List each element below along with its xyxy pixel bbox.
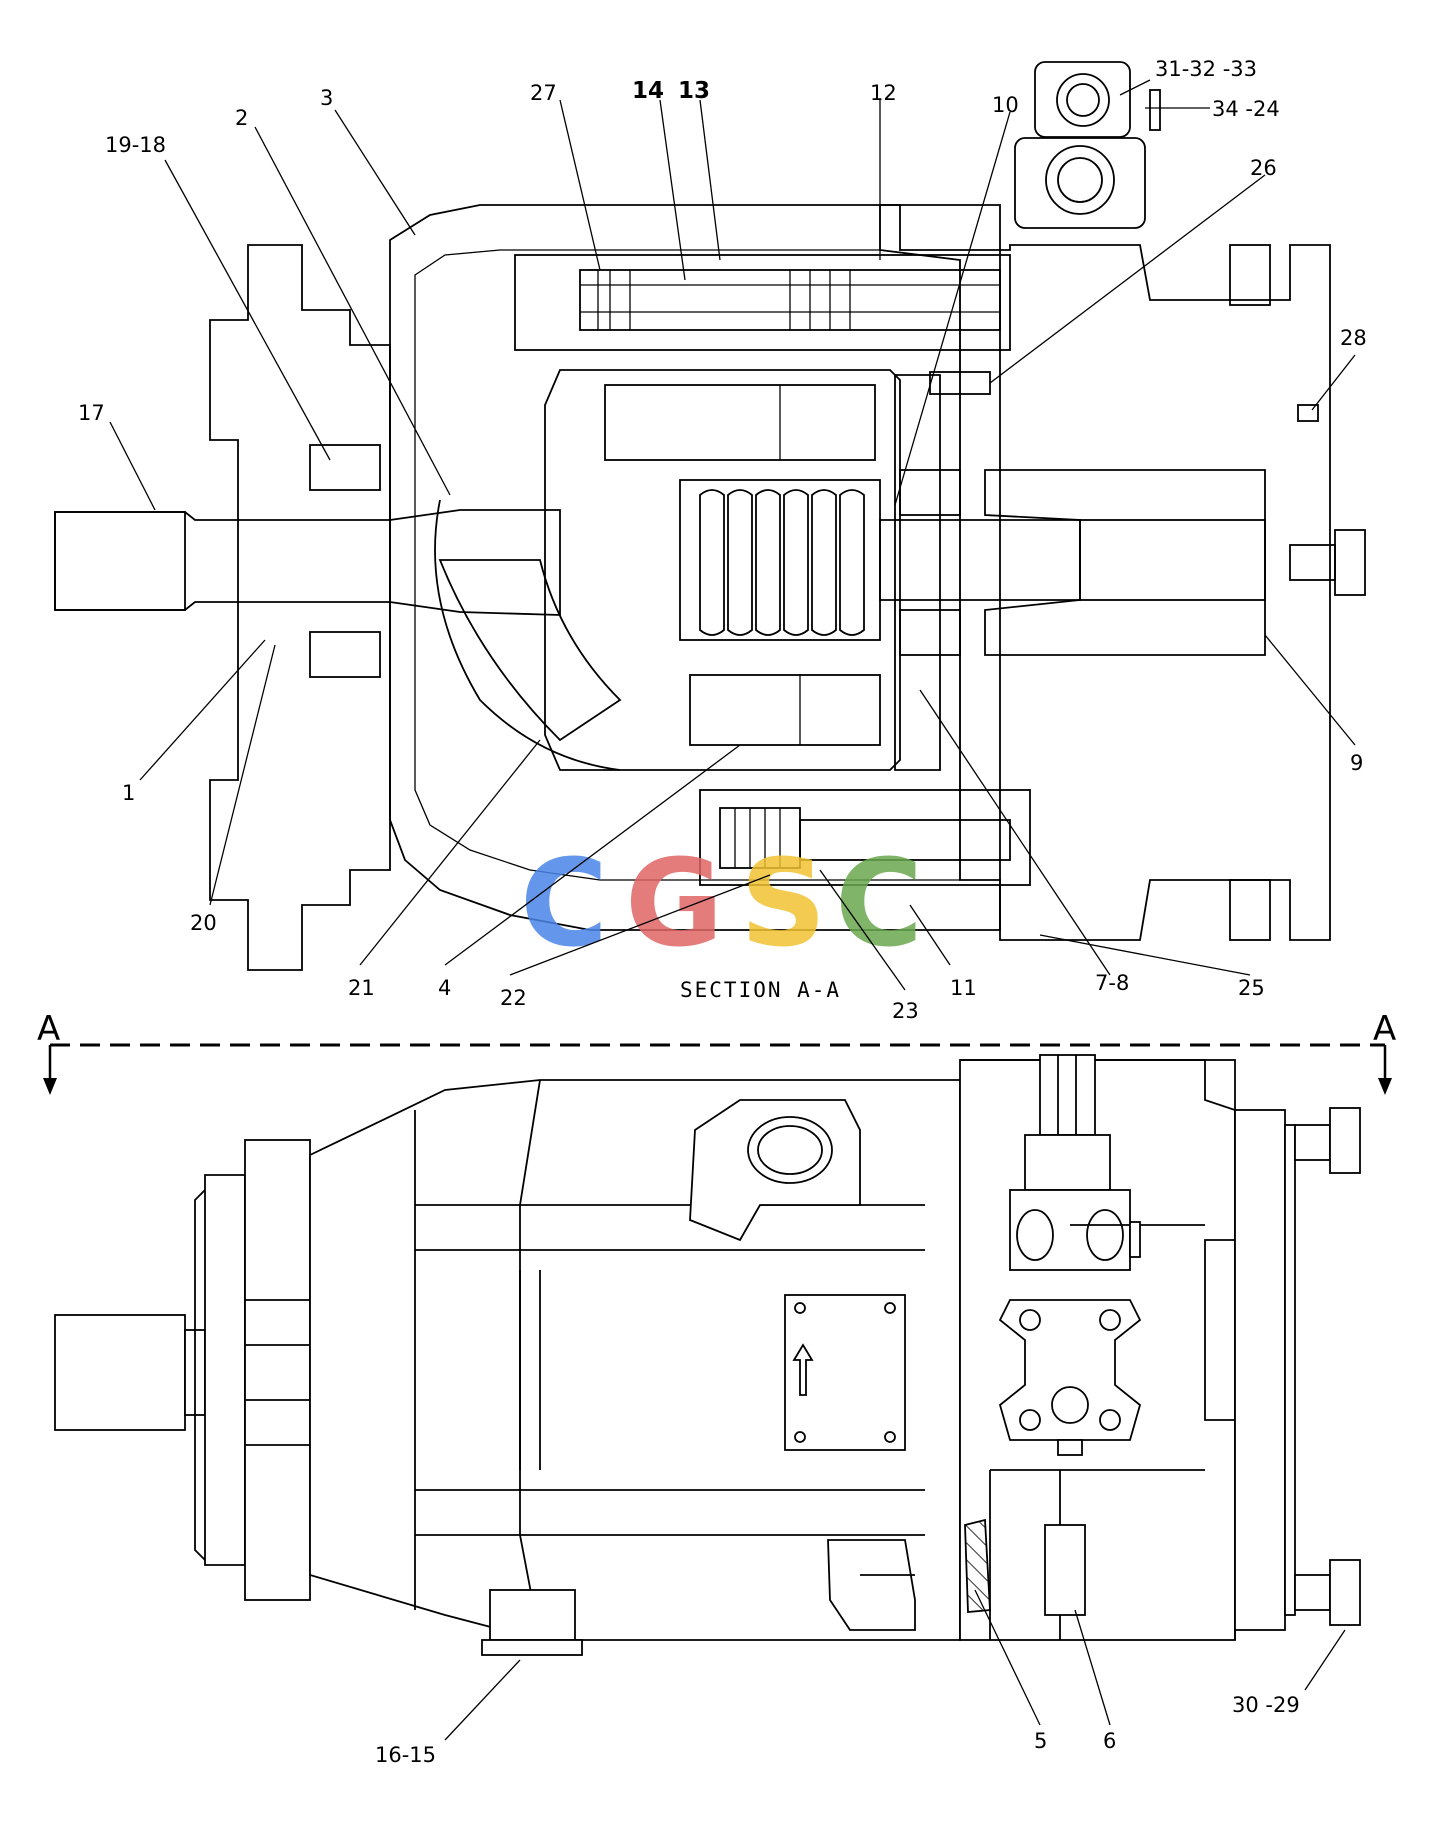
callout-22: 22 xyxy=(500,986,527,1010)
exterior-view xyxy=(54,1054,1361,1656)
callout-20: 20 xyxy=(190,911,217,935)
swashplate xyxy=(438,559,622,742)
section-marker-right: A xyxy=(1373,1009,1396,1049)
svg-text:C: C xyxy=(835,835,923,974)
callout-3: 3 xyxy=(320,86,333,110)
section-marker-left: A xyxy=(37,1009,60,1049)
ext-bolt-bottom xyxy=(1294,1559,1361,1626)
end-cover-notch xyxy=(1229,244,1271,306)
ext-nameplate xyxy=(784,1294,906,1451)
callout-1: 1 xyxy=(122,781,135,805)
ext-bracket-5 xyxy=(964,1518,991,1613)
shaft-end xyxy=(54,511,186,611)
servo-bore-top xyxy=(514,254,1011,351)
end-cover xyxy=(879,204,1331,941)
callout-6: 6 xyxy=(1103,1729,1116,1753)
callout-19-18: 19-18 xyxy=(105,133,166,157)
cylinder-barrel xyxy=(544,369,901,771)
callout-2: 2 xyxy=(235,106,248,130)
port-plate xyxy=(894,374,941,771)
section-view xyxy=(54,61,1366,971)
callout-7-8: 7-8 xyxy=(1095,971,1129,995)
rear-bore xyxy=(1079,519,1266,601)
swash-arc xyxy=(434,499,621,771)
callout-16-15: 16-15 xyxy=(375,1743,436,1767)
callout-31-32-33: 31-32 -33 xyxy=(1155,57,1257,81)
callout-10: 10 xyxy=(992,93,1019,117)
rear-coupling xyxy=(984,469,1266,656)
drive-shaft xyxy=(54,509,561,616)
ext-lower-block xyxy=(827,1539,916,1631)
callout-21: 21 xyxy=(348,976,375,1000)
callout-25: 25 xyxy=(1238,976,1265,1000)
front-bearing-lower xyxy=(309,631,381,678)
rear-bolt-shank xyxy=(1289,544,1336,581)
pump-housing xyxy=(389,204,1001,931)
callout-9: 9 xyxy=(1350,751,1363,775)
watermark: C G S C xyxy=(520,835,923,974)
ext-bracket-6 xyxy=(1044,1524,1086,1616)
rear-bolt-head xyxy=(1334,529,1366,596)
seal-28 xyxy=(1297,404,1319,422)
ext-bolt-top xyxy=(1294,1107,1361,1174)
callout-27: 27 xyxy=(530,81,557,105)
callout-12: 12 xyxy=(870,81,897,105)
callout-5: 5 xyxy=(1034,1729,1047,1753)
leader-lines xyxy=(109,79,1356,1741)
callout-13: 13 xyxy=(678,78,710,104)
callout-4: 4 xyxy=(438,976,451,1000)
rear-bearing-lower xyxy=(899,609,961,656)
mount-flange xyxy=(209,244,391,971)
housing-cavity xyxy=(414,249,961,881)
callout-34-24: 34 -24 xyxy=(1212,97,1280,121)
svg-text:S: S xyxy=(740,835,826,974)
front-bearing-upper xyxy=(309,444,381,491)
ext-mount-plate xyxy=(244,1139,311,1601)
callout-17: 17 xyxy=(78,401,105,425)
ext-shaft xyxy=(54,1314,186,1431)
callout-28: 28 xyxy=(1340,326,1367,350)
center-spring xyxy=(699,489,865,636)
rear-bearing-upper xyxy=(899,469,961,516)
piston-lower xyxy=(689,674,881,746)
callout-14: 14 xyxy=(632,78,664,104)
servo-bore-bottom xyxy=(699,789,1031,886)
end-cover-notch-lower xyxy=(1229,879,1271,941)
svg-text:G: G xyxy=(625,835,724,974)
callout-labels: 31-32 -33 34 -24 26 10 12 13 14 27 3 2 1… xyxy=(78,57,1367,1767)
section-title: SECTION A-A xyxy=(680,978,841,1002)
ext-flange xyxy=(204,1174,246,1566)
ext-control-valve xyxy=(998,1054,1205,1456)
rear-shaft xyxy=(879,519,1081,601)
control-fittings xyxy=(1014,61,1161,229)
ext-drain-plug xyxy=(489,1589,576,1641)
piston-upper xyxy=(604,384,876,461)
servo-rod-bottom xyxy=(799,819,1011,861)
section-cut-line: A A xyxy=(37,1009,1396,1095)
flow-arrow-icon xyxy=(792,1343,814,1396)
callout-26: 26 xyxy=(1250,156,1277,180)
callout-30-29: 30 -29 xyxy=(1232,1693,1300,1717)
callout-11: 11 xyxy=(950,976,977,1000)
ext-port-boss xyxy=(689,1099,861,1242)
svg-text:C: C xyxy=(520,835,608,974)
servo-spring-top xyxy=(590,269,851,330)
callout-23: 23 xyxy=(892,999,919,1023)
